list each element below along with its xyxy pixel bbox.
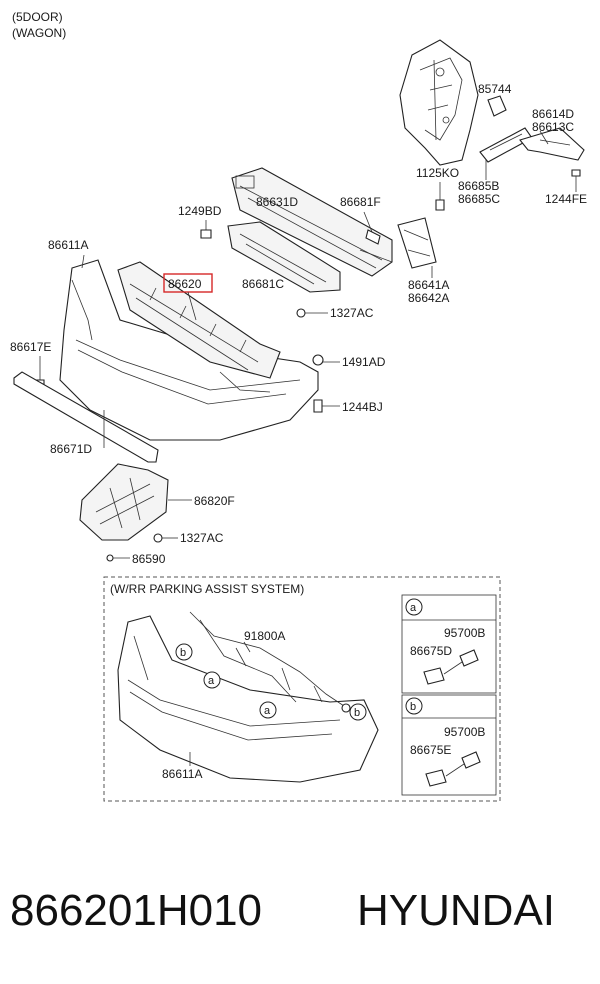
label-86675E: 86675E bbox=[410, 743, 451, 757]
part-85744: 85744 bbox=[478, 82, 512, 117]
label-86681C: 86681C bbox=[242, 277, 284, 291]
bolt-1244BJ: 1244BJ bbox=[313, 399, 383, 414]
label-95700B-b: 95700B bbox=[444, 725, 485, 739]
inset-title: (W/RR PARKING ASSIST SYSTEM) bbox=[110, 582, 304, 596]
label-86671D: 86671D bbox=[50, 442, 92, 456]
label-86617E: 86617E bbox=[10, 340, 51, 354]
part-86681C-absorber: 86681C bbox=[227, 221, 341, 293]
panel-b-marker: b bbox=[410, 701, 416, 713]
label-86611A-inset: 86611A bbox=[162, 767, 202, 781]
label-1125KO: 1125KO bbox=[416, 166, 459, 180]
label-86681F: 86681F bbox=[340, 195, 381, 209]
clip-1491AD: 1491AD bbox=[312, 354, 386, 369]
footer-part-number: 866201H010 bbox=[10, 886, 262, 935]
label-86641A: 86641A bbox=[408, 278, 449, 292]
part-86620-absorber: 86620 bbox=[117, 261, 281, 379]
rear-body-panel bbox=[399, 39, 479, 166]
label-86613C: 86613C bbox=[532, 120, 574, 134]
label-86642A: 86642A bbox=[408, 291, 449, 305]
footer-brand: HYUNDAI bbox=[357, 886, 555, 935]
part-86614D-86613C: 86614D 86613C bbox=[479, 107, 585, 163]
label-86685B: 86685B bbox=[458, 179, 499, 193]
detail-panel-b: b 95700B 86675E bbox=[401, 694, 497, 796]
label-86620: 86620 bbox=[168, 277, 202, 291]
label-86611A-top: 86611A bbox=[48, 238, 88, 252]
label-86820F: 86820F bbox=[194, 494, 235, 508]
panel-a-marker: a bbox=[410, 602, 417, 614]
label-1249BD: 1249BD bbox=[178, 204, 222, 218]
bolt-1125KO: 1125KO bbox=[416, 166, 459, 211]
inset-parking-assist: (W/RR PARKING ASSIST SYSTEM) 91800A b a … bbox=[103, 576, 501, 802]
part-86611A-bumper-cover: 86611A bbox=[48, 238, 319, 441]
part-86631D-rear-beam: 86631D bbox=[231, 167, 393, 277]
bolt-1327AC-top: 1327AC bbox=[296, 306, 374, 320]
marker-a-2: a bbox=[264, 705, 271, 717]
bolt-1249BD: 1249BD bbox=[178, 204, 222, 239]
part-86641A-86642A: 86641A 86642A bbox=[397, 217, 449, 305]
label-86614D: 86614D bbox=[532, 107, 574, 121]
label-86631D: 86631D bbox=[256, 195, 298, 209]
bolt-1244FE: 1244FE bbox=[545, 169, 587, 206]
header-body-type: (WAGON) bbox=[12, 26, 66, 40]
label-1491AD: 1491AD bbox=[342, 355, 386, 369]
label-91800A: 91800A bbox=[244, 629, 285, 643]
label-1244FE: 1244FE bbox=[545, 192, 587, 206]
bolt-1327AC-bottom: 1327AC bbox=[153, 531, 224, 545]
marker-b: b bbox=[180, 647, 186, 659]
label-1327AC-bottom: 1327AC bbox=[180, 531, 224, 545]
part-86671D-strip: 86671D bbox=[13, 371, 159, 463]
part-86820F-under-cover: 86820F bbox=[79, 463, 235, 541]
part-86681F: 86681F bbox=[340, 195, 381, 245]
header-door-type: (5DOOR) bbox=[12, 10, 63, 24]
detail-panel-a: a 95700B 86675D bbox=[401, 594, 497, 694]
marker-b-2: b bbox=[354, 707, 360, 719]
label-95700B-a: 95700B bbox=[444, 626, 485, 640]
label-85744: 85744 bbox=[478, 82, 512, 96]
label-86590: 86590 bbox=[132, 552, 166, 566]
label-86685C: 86685C bbox=[458, 192, 500, 206]
label-86675D: 86675D bbox=[410, 644, 452, 658]
inset-frame bbox=[103, 576, 501, 802]
label-1327AC-top: 1327AC bbox=[330, 306, 374, 320]
marker-a-1: a bbox=[208, 675, 215, 687]
part-86590: 86590 bbox=[106, 552, 166, 566]
label-1244BJ: 1244BJ bbox=[342, 400, 383, 414]
